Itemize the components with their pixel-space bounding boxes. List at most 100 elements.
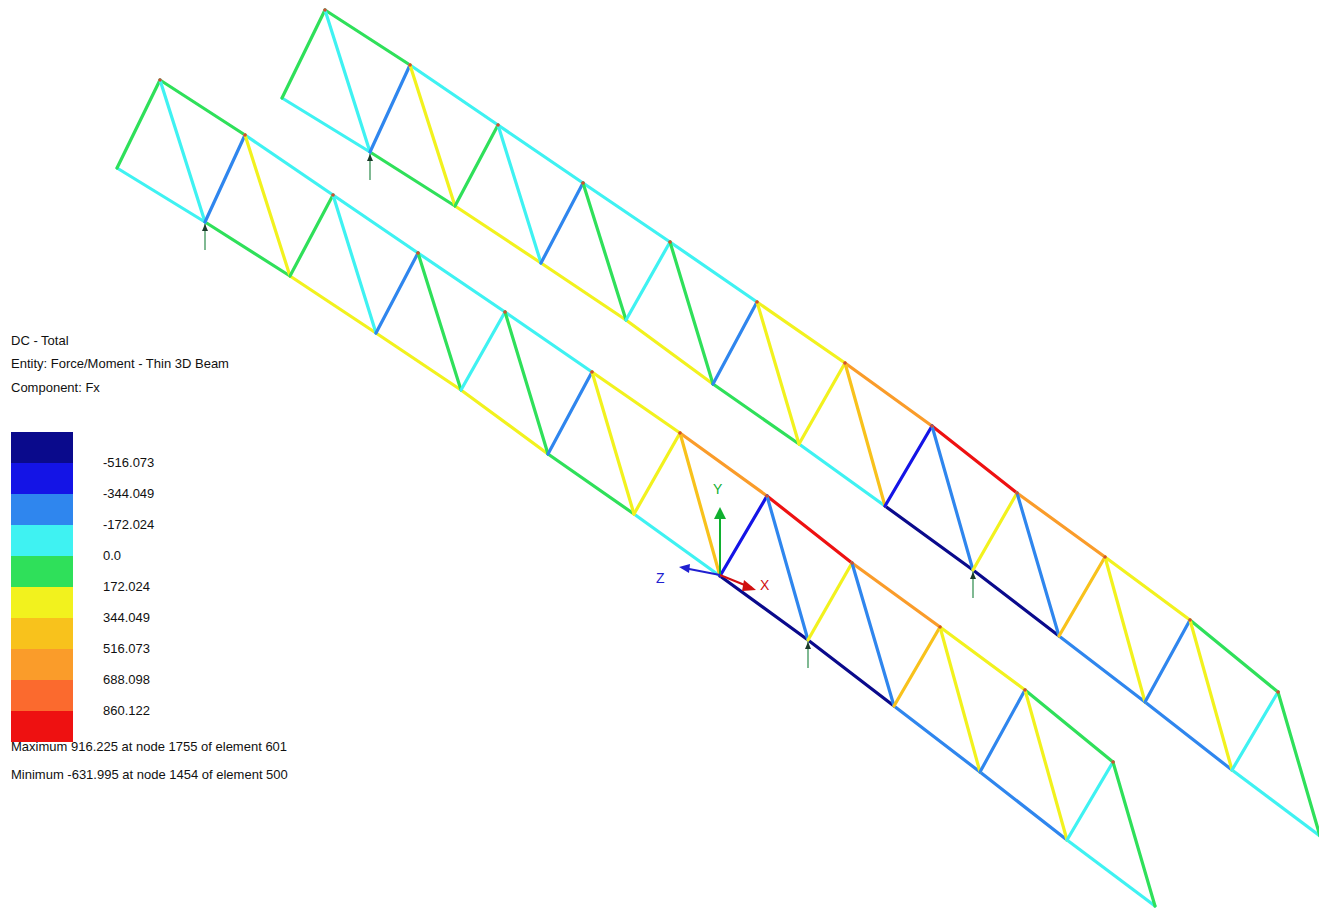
beam-member bbox=[634, 514, 720, 576]
plot-text: 860.122 bbox=[103, 703, 150, 719]
beam-member bbox=[670, 242, 713, 384]
support-head bbox=[367, 154, 373, 161]
node-dot bbox=[158, 78, 162, 82]
beam-member bbox=[1190, 620, 1232, 770]
support-head bbox=[805, 642, 811, 649]
plot-text: 688.098 bbox=[103, 672, 150, 688]
beam-member bbox=[980, 772, 1067, 840]
beam-member bbox=[973, 570, 1059, 636]
beam-member bbox=[418, 253, 505, 312]
plot-text: Minimum -631.995 at node 1454 of element… bbox=[11, 767, 288, 783]
node-dot bbox=[243, 133, 247, 137]
beam-member bbox=[160, 80, 205, 222]
node-dot bbox=[765, 494, 769, 498]
beam-member bbox=[626, 320, 713, 384]
node-dot bbox=[755, 300, 759, 304]
beam-member bbox=[548, 372, 592, 454]
beam-member bbox=[498, 125, 541, 263]
legend-top-band bbox=[11, 432, 73, 463]
beam-member bbox=[852, 563, 940, 627]
plot-text: -344.049 bbox=[103, 486, 154, 502]
plot-text: Entity: Force/Moment - Thin 3D Beam bbox=[11, 356, 229, 372]
beam-member bbox=[980, 690, 1025, 772]
node-dot bbox=[331, 193, 335, 197]
beam-member bbox=[767, 496, 852, 563]
beam-member bbox=[376, 333, 461, 390]
beam-member bbox=[370, 152, 455, 206]
beam-member bbox=[1278, 692, 1319, 836]
beam-member bbox=[333, 195, 376, 333]
node-dot bbox=[1023, 688, 1027, 692]
beam-member bbox=[680, 433, 767, 496]
truss bbox=[282, 8, 1319, 836]
beam-member bbox=[583, 183, 626, 320]
beam-member bbox=[418, 253, 461, 390]
beam-member bbox=[117, 80, 160, 168]
beam-member bbox=[160, 80, 245, 135]
axis-label: X bbox=[760, 577, 769, 593]
legend-swatch bbox=[11, 587, 73, 618]
beam-member bbox=[325, 10, 410, 65]
beam-member bbox=[720, 576, 808, 640]
plot-text: Component: Fx bbox=[11, 380, 100, 396]
beam-member bbox=[932, 426, 1017, 493]
beam-member bbox=[757, 302, 845, 363]
plot-text: 172.024 bbox=[103, 579, 150, 595]
plot-text: -516.073 bbox=[103, 455, 154, 471]
beam-member bbox=[845, 363, 885, 506]
legend-swatch bbox=[11, 525, 73, 556]
node-dot bbox=[1015, 491, 1019, 495]
beam-member bbox=[505, 312, 548, 454]
node-dot bbox=[590, 370, 594, 374]
beam-member bbox=[894, 627, 940, 706]
plot-text: 0.0 bbox=[103, 548, 121, 564]
node-dot bbox=[1111, 760, 1115, 764]
beam-member bbox=[205, 222, 290, 276]
beam-member bbox=[592, 372, 634, 514]
beam-member bbox=[799, 444, 885, 506]
beam-member bbox=[940, 627, 980, 772]
beam-member bbox=[626, 242, 670, 320]
node-dot bbox=[496, 123, 500, 127]
plot-text: DC - Total bbox=[11, 333, 69, 349]
beam-member bbox=[1067, 840, 1155, 906]
beam-member bbox=[852, 563, 894, 706]
beam-member bbox=[973, 493, 1017, 570]
beam-member bbox=[290, 195, 333, 276]
beam-member bbox=[713, 384, 799, 444]
support-head bbox=[970, 572, 976, 579]
beam-member bbox=[548, 454, 634, 514]
beam-member bbox=[1232, 692, 1278, 770]
beam-member bbox=[541, 183, 583, 263]
beam-member bbox=[885, 506, 973, 570]
beam-member bbox=[541, 263, 626, 320]
node-dot bbox=[678, 431, 682, 435]
beam-member bbox=[1059, 636, 1145, 702]
beam-member bbox=[461, 390, 548, 454]
beam-member bbox=[461, 312, 505, 390]
beam-member bbox=[720, 496, 767, 576]
legend-swatch bbox=[11, 680, 73, 711]
beam-member bbox=[932, 426, 973, 570]
beam-member bbox=[1232, 770, 1319, 836]
beam-member bbox=[1017, 493, 1105, 557]
beam-member bbox=[282, 10, 325, 98]
beam-member bbox=[455, 206, 541, 263]
axis-label: Y bbox=[713, 481, 722, 497]
beam-member bbox=[325, 10, 370, 152]
beam-member bbox=[1145, 620, 1190, 702]
beam-member bbox=[1017, 493, 1059, 636]
beam-member bbox=[245, 135, 290, 276]
beam-member bbox=[767, 496, 808, 640]
beam-member bbox=[1105, 557, 1145, 702]
plot-text: 344.049 bbox=[103, 610, 150, 626]
beam-member bbox=[808, 563, 852, 640]
beam-member bbox=[455, 125, 498, 206]
node-dot bbox=[581, 181, 585, 185]
beam-member bbox=[680, 433, 720, 576]
beam-member bbox=[410, 65, 455, 206]
beam-member bbox=[1025, 690, 1113, 762]
beam-member bbox=[410, 65, 498, 125]
beam-member bbox=[757, 302, 799, 444]
plot-text: 516.073 bbox=[103, 641, 150, 657]
